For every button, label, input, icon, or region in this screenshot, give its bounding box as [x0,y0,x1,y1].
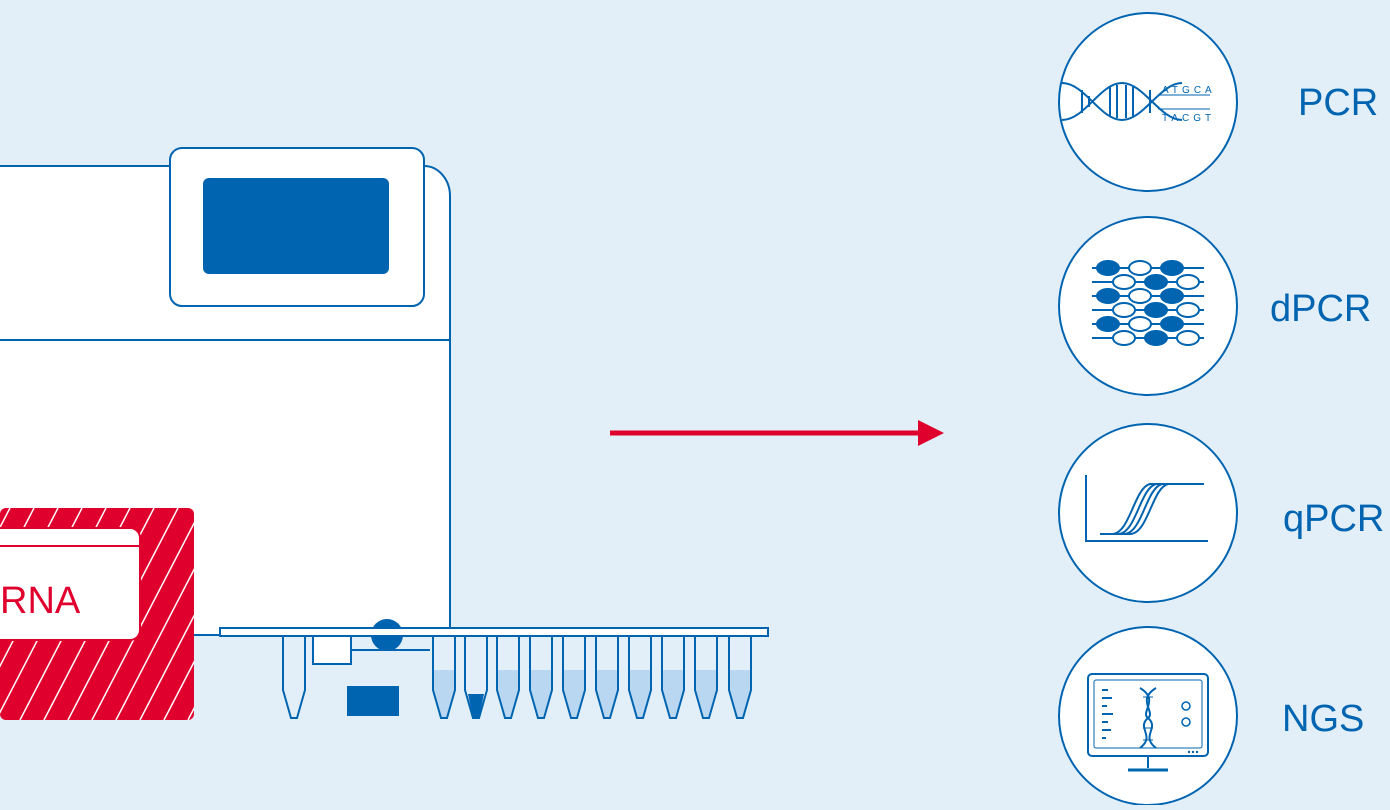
ngs-icon-circle [1058,626,1238,806]
droplet [1176,302,1200,318]
droplet [1144,274,1168,290]
droplet [1160,260,1184,276]
qpcr-icon-circle [1058,423,1238,603]
amplification-curves-icon [1085,475,1208,542]
droplet-partition-icon [1091,260,1204,346]
droplet [1160,288,1184,304]
pcr-tube [282,636,306,719]
app-label-dpcr: dPCR [1270,288,1372,330]
dpcr-icon-circle [1058,216,1238,396]
app-label-qpcr: qPCR [1283,498,1385,540]
pcr-tube [694,636,718,719]
kit-label: RNA [0,580,81,622]
pcr-tube [595,636,619,719]
pcr-tube [661,636,685,719]
droplet [1128,288,1152,304]
dna-helix-icon [1061,81,1210,122]
droplet [1160,316,1184,332]
droplet [1096,316,1120,332]
droplet [1112,302,1136,318]
pcr-tube [562,636,586,719]
droplet [1096,260,1120,276]
tube-strip [219,627,769,719]
rna-kit-box [0,508,194,720]
pcr-tube [464,636,488,719]
app-label-pcr: PCR [1298,82,1379,124]
workflow-arrow [610,420,944,446]
app-label-ngs: NGS [1282,698,1365,740]
droplet [1128,260,1152,276]
kit-label-panel [0,527,141,641]
droplet [1112,330,1136,346]
droplet [1112,274,1136,290]
tube-rack [219,627,769,637]
rack-holder [312,635,352,665]
pcr-tube [432,636,456,719]
dna-seq-top: ATGCA [1162,85,1216,96]
pcr-tube [628,636,652,719]
droplet [1176,274,1200,290]
droplet [1096,288,1120,304]
pcr-icon-circle: ATGCA TACGT [1058,12,1238,192]
pcr-tube [728,636,752,719]
instrument-screen [203,178,389,274]
droplet [1176,330,1200,346]
sequencing-monitor-icon [1087,673,1209,772]
rack-clip [347,686,399,716]
pcr-tube [529,636,553,719]
droplet [1128,316,1152,332]
droplet [1144,330,1168,346]
pcr-tube [496,636,520,719]
dna-seq-bottom: TACGT [1162,113,1215,124]
droplet [1144,302,1168,318]
